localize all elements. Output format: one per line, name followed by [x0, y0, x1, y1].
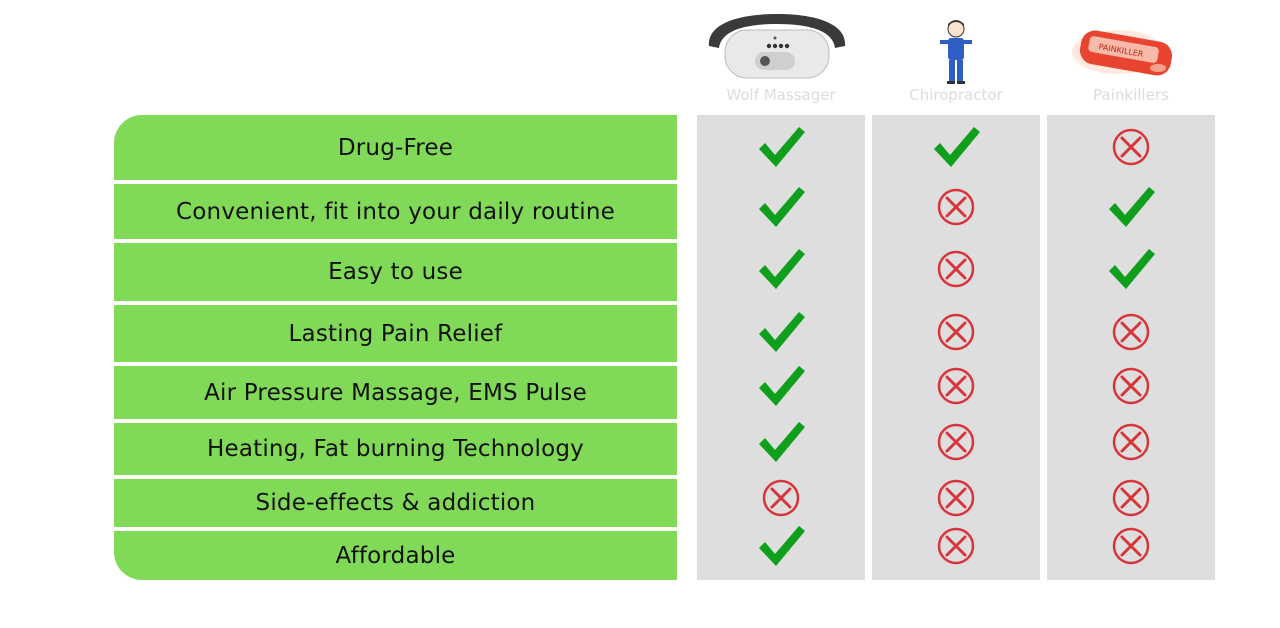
- column-label-painkillers: Painkillers: [1093, 86, 1169, 104]
- cross-icon: [762, 479, 800, 517]
- cross-icon: [937, 250, 975, 288]
- check-icon: [759, 366, 805, 406]
- check-icon: [759, 127, 805, 167]
- check-icon: [1109, 187, 1155, 227]
- column-painkillers: [1047, 115, 1215, 580]
- belt-massager-image: [708, 14, 846, 79]
- cross-icon: [937, 188, 975, 226]
- cross-icon: [937, 527, 975, 565]
- feature-row: Easy to use: [114, 243, 677, 301]
- check-icon: [759, 312, 805, 352]
- feature-label: Lasting Pain Relief: [288, 320, 503, 347]
- cross-icon: [937, 479, 975, 517]
- column-chiropractor: [872, 115, 1040, 580]
- column-label-wolf-massager: Wolf Massager: [726, 86, 836, 104]
- check-icon: [759, 249, 805, 289]
- cross-icon: [1112, 423, 1150, 461]
- feature-label: Convenient, fit into your daily routine: [176, 198, 615, 225]
- feature-row: Lasting Pain Relief: [114, 305, 677, 362]
- cross-icon: [1112, 527, 1150, 565]
- cross-icon: [1112, 128, 1150, 166]
- feature-row: Affordable: [114, 531, 677, 580]
- feature-label: Side-effects & addiction: [255, 490, 536, 516]
- column-label-chiropractor: Chiropractor: [909, 86, 1003, 104]
- cross-icon: [1112, 367, 1150, 405]
- feature-row: Drug-Free: [114, 115, 677, 180]
- feature-row: Air Pressure Massage, EMS Pulse: [114, 366, 677, 419]
- check-icon: [759, 187, 805, 227]
- feature-label: Heating, Fat burning Technology: [206, 436, 584, 462]
- feature-row: Convenient, fit into your daily routine: [114, 184, 677, 239]
- cross-icon: [937, 313, 975, 351]
- feature-label: Easy to use: [328, 259, 463, 285]
- feature-row: Heating, Fat burning Technology: [114, 423, 677, 475]
- column-wolf-massager: [697, 115, 865, 580]
- cross-icon: [937, 423, 975, 461]
- feature-label: Drug-Free: [337, 134, 454, 161]
- feature-list: Drug-Free Convenient, fit into your dail…: [114, 115, 677, 580]
- feature-row: Side-effects & addiction: [114, 479, 677, 527]
- check-icon: [759, 422, 805, 462]
- cross-icon: [937, 367, 975, 405]
- chiropractor-figure-image: [940, 20, 972, 84]
- painkiller-pill-bottle-image: PAINKILLER: [1072, 30, 1173, 76]
- check-icon: [934, 127, 980, 167]
- cross-icon: [1112, 313, 1150, 351]
- feature-label: Air Pressure Massage, EMS Pulse: [204, 379, 587, 406]
- cross-icon: [1112, 479, 1150, 517]
- check-icon: [759, 526, 805, 566]
- check-icon: [1109, 249, 1155, 289]
- feature-label: Affordable: [335, 542, 456, 569]
